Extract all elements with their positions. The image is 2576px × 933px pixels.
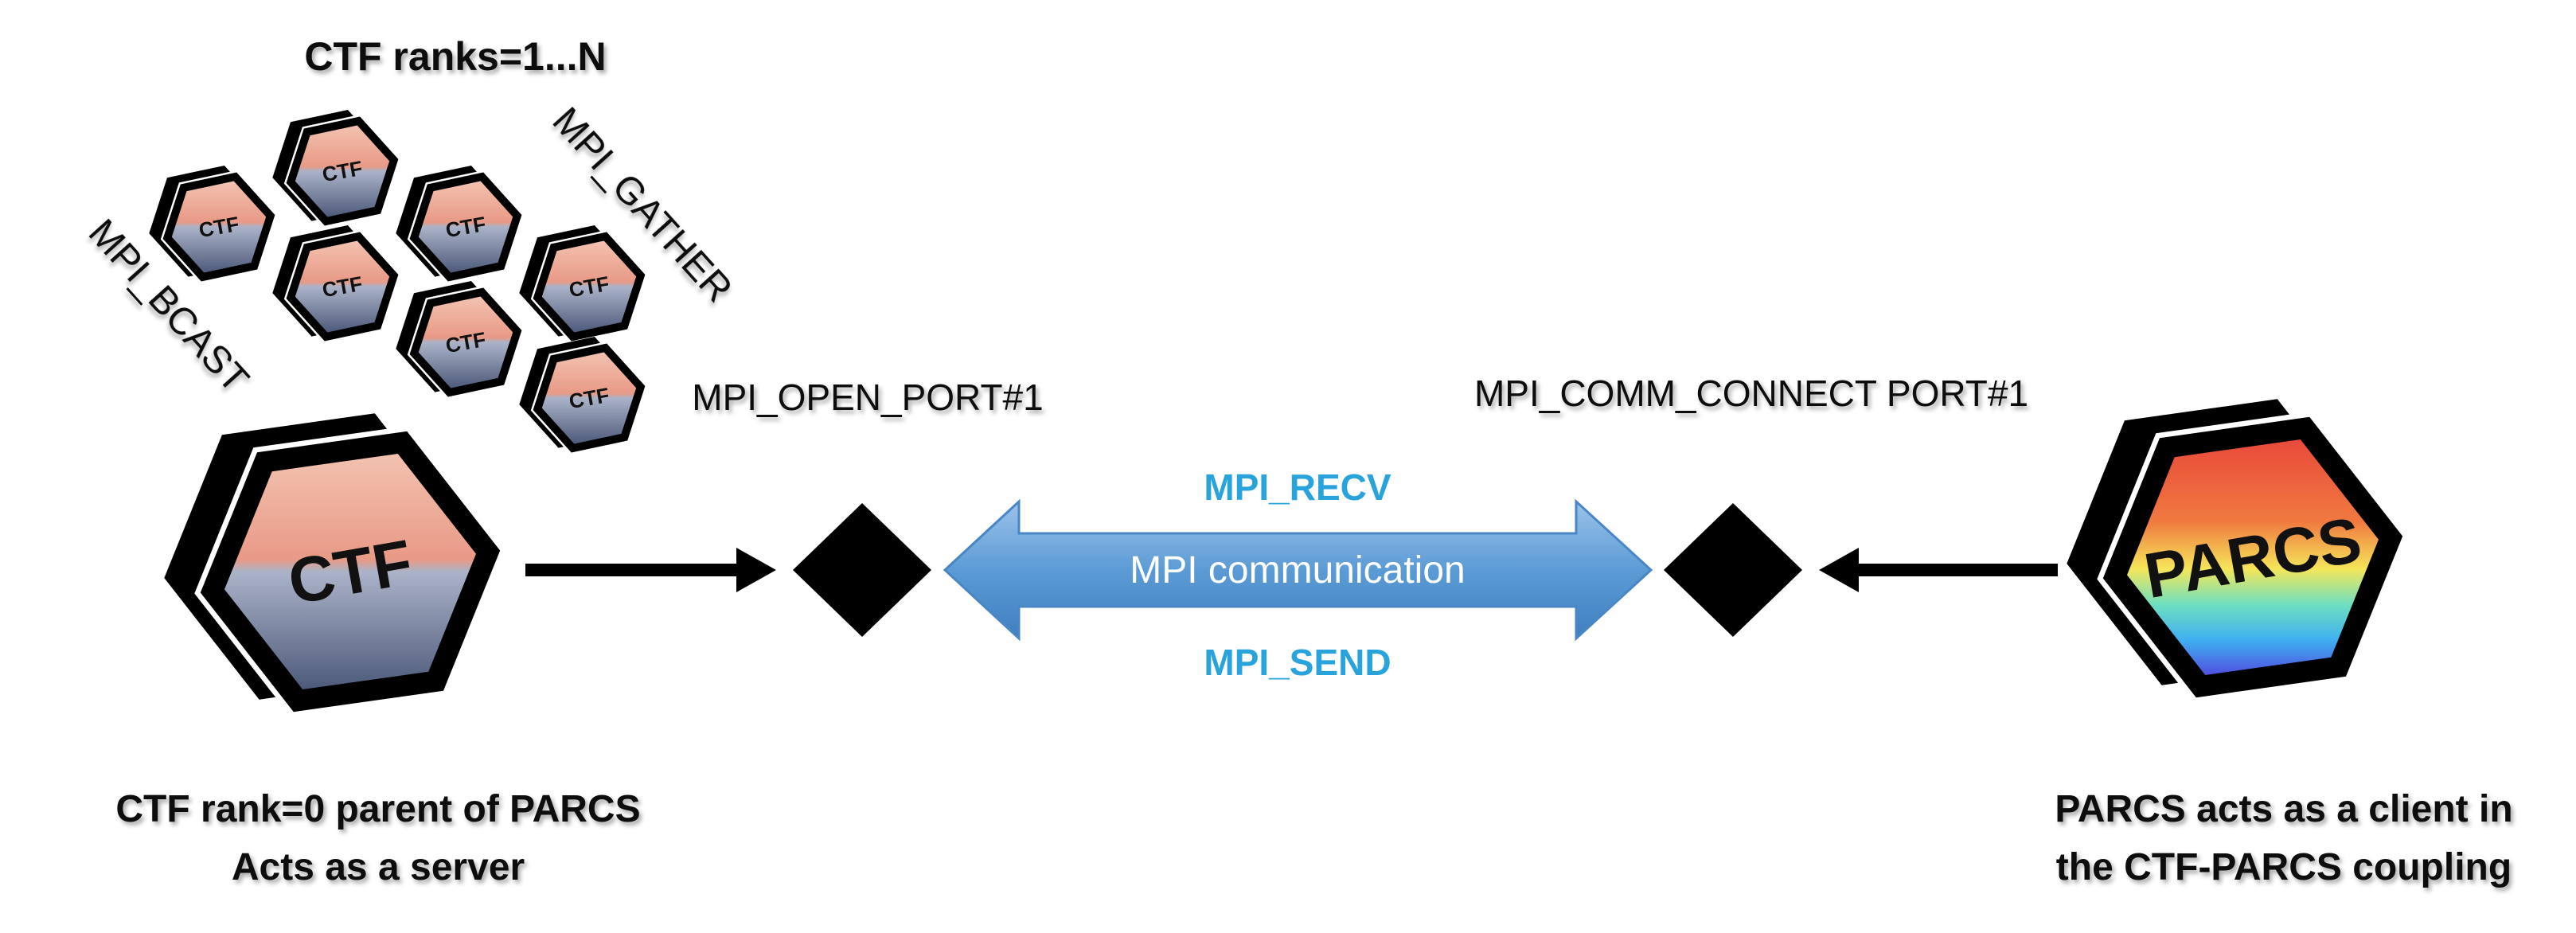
ctf-caption-line1: CTF rank=0 parent of PARCS [115, 788, 640, 830]
ctf-ranks-label: CTF ranks=1...N [304, 34, 606, 79]
hex-face [418, 296, 513, 388]
ctf-rank0-hexagon: CTF [164, 413, 506, 718]
parcs-caption-line1: PARCS acts as a client in [2055, 788, 2512, 830]
mpi-communication-double-arrow [943, 498, 1653, 642]
mpi-comm-connect-label: MPI_COMM_CONNECT PORT#1 [1474, 373, 2028, 414]
ctf-caption-line2: Acts as a server [232, 846, 525, 888]
hex-face [418, 181, 513, 273]
mpi-send-label: MPI_SEND [1204, 642, 1391, 683]
hex-face [541, 352, 637, 444]
hex-face [541, 240, 637, 333]
open-port-diamond [793, 503, 931, 637]
mpi-communication-label: MPI communication [1130, 549, 1465, 591]
parcs-caption-line2: the CTF-PARCS coupling [2056, 846, 2512, 888]
mpi-recv-label: MPI_RECV [1204, 466, 1391, 508]
hex-face [224, 454, 476, 689]
parcs-hexagon: PARCS [2067, 399, 2409, 704]
hex-face [295, 240, 390, 333]
ctf-rank-hexagon-5: CTF [519, 225, 648, 344]
parcs-logo: PARCS [2067, 399, 2409, 704]
hex-face [2127, 439, 2379, 675]
parcs-to-port-arrow [1819, 548, 2058, 592]
ctf-logo: CTF [164, 413, 506, 718]
ctf-rank-hexagon-4: CTF [272, 225, 401, 344]
connect-port-diamond [1664, 503, 1802, 637]
ctf-rank-hexagon-1: CTF [272, 110, 401, 228]
hex-face [295, 125, 390, 217]
ctf-rank-hexagon-3: CTF [396, 166, 525, 284]
ctf-rank-hexagon-7: CTF [519, 337, 648, 455]
mpi-open-port-label: MPI_OPEN_PORT#1 [692, 377, 1043, 418]
ctf-rank-hexagon-6: CTF [396, 281, 525, 400]
ctf-rank-hexagon-2: CTF [149, 166, 278, 284]
ctf-to-port-arrow [525, 548, 776, 592]
hex-face [171, 181, 267, 273]
